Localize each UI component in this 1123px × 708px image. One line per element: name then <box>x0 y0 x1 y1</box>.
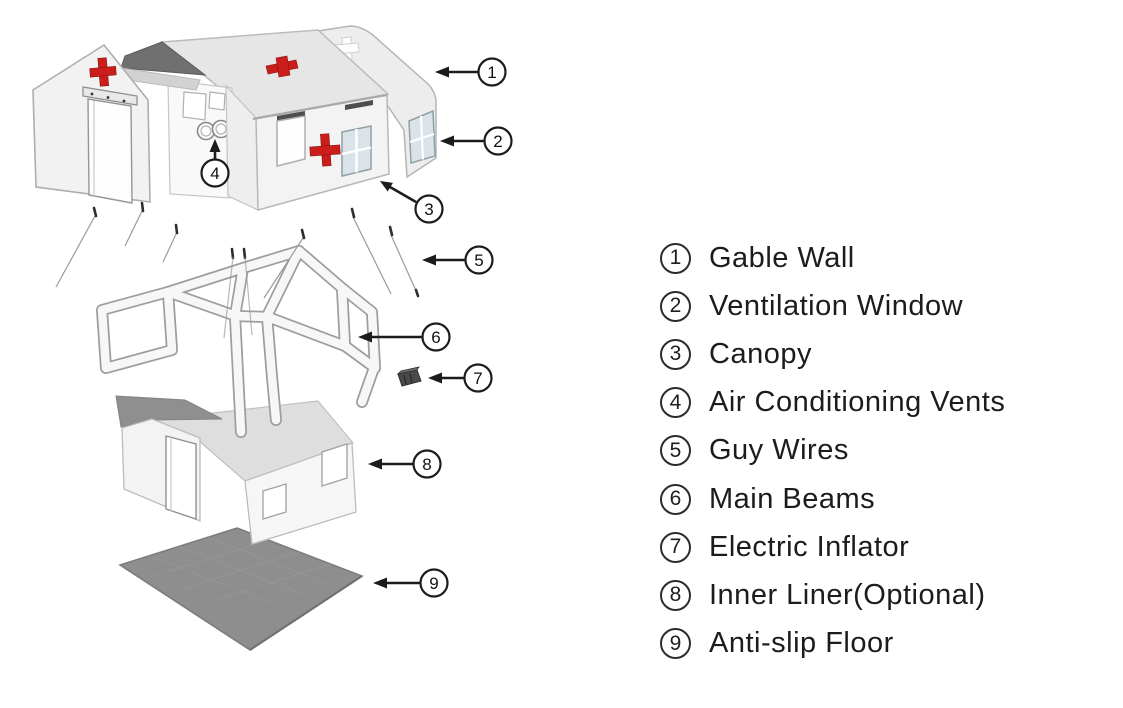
canopy-eave-edge <box>252 94 388 120</box>
legend-item-label: Guy Wires <box>709 434 849 467</box>
legend-item-label: Main Beams <box>709 482 876 515</box>
legend-number-badge: 7 <box>660 531 691 563</box>
legend-item-electric-inflator: 7 Electric Inflator <box>660 523 1090 571</box>
legend-number-badge: 3 <box>660 338 691 370</box>
legend-item-canopy: 3 Canopy <box>660 330 1090 378</box>
guy-wires-part <box>55 201 420 339</box>
red-cross-icon <box>265 55 299 78</box>
callout-4: 4 <box>200 139 230 188</box>
legend-item-label: Inner Liner(Optional) <box>709 578 986 611</box>
floor-grid-texture <box>149 536 333 605</box>
callout-5: 5 <box>422 245 494 275</box>
legend-item-gable-wall: 1 Gable Wall <box>660 234 1090 282</box>
callout-number: 6 <box>431 328 440 347</box>
callout-number: 2 <box>493 132 502 151</box>
legend-item-label: Air Conditioning Vents <box>709 386 1006 419</box>
legend-item-label: Ventilation Window <box>709 289 964 322</box>
red-cross-icon <box>89 57 117 87</box>
legend-item-ventilation-window: 2 Ventilation Window <box>660 282 1090 330</box>
callout-1: 1 <box>435 57 507 87</box>
callout-number: 8 <box>422 455 431 474</box>
callout-2: 2 <box>440 126 513 156</box>
callout-3: 3 <box>380 181 444 224</box>
anti-slip-floor-part <box>118 527 364 651</box>
arrow-left-icon <box>358 331 372 343</box>
legend-item-label: Electric Inflator <box>709 530 910 563</box>
callout-number: 3 <box>424 200 433 219</box>
arrow-left-icon <box>435 66 449 78</box>
arrow-up-left-icon <box>380 181 393 192</box>
arrow-left-icon <box>373 577 387 589</box>
liner-window <box>321 443 348 487</box>
legend-item-air-conditioning-vents: 4 Air Conditioning Vents <box>660 379 1090 427</box>
callout-7: 7 <box>428 363 493 393</box>
arrow-left-icon <box>368 458 382 470</box>
arrow-left-icon <box>428 372 442 384</box>
legend-item-guy-wires: 5 Guy Wires <box>660 427 1090 475</box>
legend-number-badge: 6 <box>660 483 691 515</box>
legend: 1 Gable Wall 2 Ventilation Window 3 Cano… <box>660 234 1090 668</box>
legend-number-badge: 5 <box>660 435 691 467</box>
callout-number: 1 <box>487 63 496 82</box>
callout-6: 6 <box>358 322 451 352</box>
callout-number: 7 <box>473 369 482 388</box>
legend-number-badge: 1 <box>660 242 691 274</box>
legend-item-main-beams: 6 Main Beams <box>660 475 1090 523</box>
red-cross-icon <box>309 133 341 167</box>
ventilation-window-part <box>408 109 436 164</box>
legend-item-label: Gable Wall <box>709 241 855 274</box>
legend-item-inner-liner: 8 Inner Liner(Optional) <box>660 571 1090 619</box>
arrow-left-icon <box>422 254 436 266</box>
ac-vents-part <box>196 119 231 141</box>
window-paned <box>341 100 373 177</box>
callout-8: 8 <box>368 449 442 479</box>
main-beams-part <box>96 245 381 438</box>
legend-item-anti-slip-floor: 9 Anti-slip Floor <box>660 620 1090 668</box>
electric-inflator-part <box>396 366 422 387</box>
liner-door-opening <box>165 435 197 520</box>
legend-number-badge: 4 <box>660 387 691 419</box>
liner-window <box>262 483 287 520</box>
callout-9: 9 <box>373 568 449 598</box>
arrow-up-icon <box>209 139 221 152</box>
callout-number: 9 <box>429 574 438 593</box>
legend-number-badge: 9 <box>660 628 691 660</box>
window-open-flap <box>276 111 306 167</box>
tent-door-opening <box>87 98 133 204</box>
arrow-left-icon <box>440 135 454 147</box>
gable-wall-part <box>316 25 437 179</box>
callout-number: 4 <box>210 164 219 183</box>
inner-liner-part <box>115 395 357 545</box>
gable-wall-part <box>32 43 151 204</box>
callout-number: 5 <box>474 251 483 270</box>
legend-item-label: Anti-slip Floor <box>709 627 894 660</box>
legend-number-badge: 2 <box>660 290 691 322</box>
legend-item-label: Canopy <box>709 337 812 370</box>
legend-number-badge: 8 <box>660 579 691 611</box>
tent-body <box>32 25 437 211</box>
